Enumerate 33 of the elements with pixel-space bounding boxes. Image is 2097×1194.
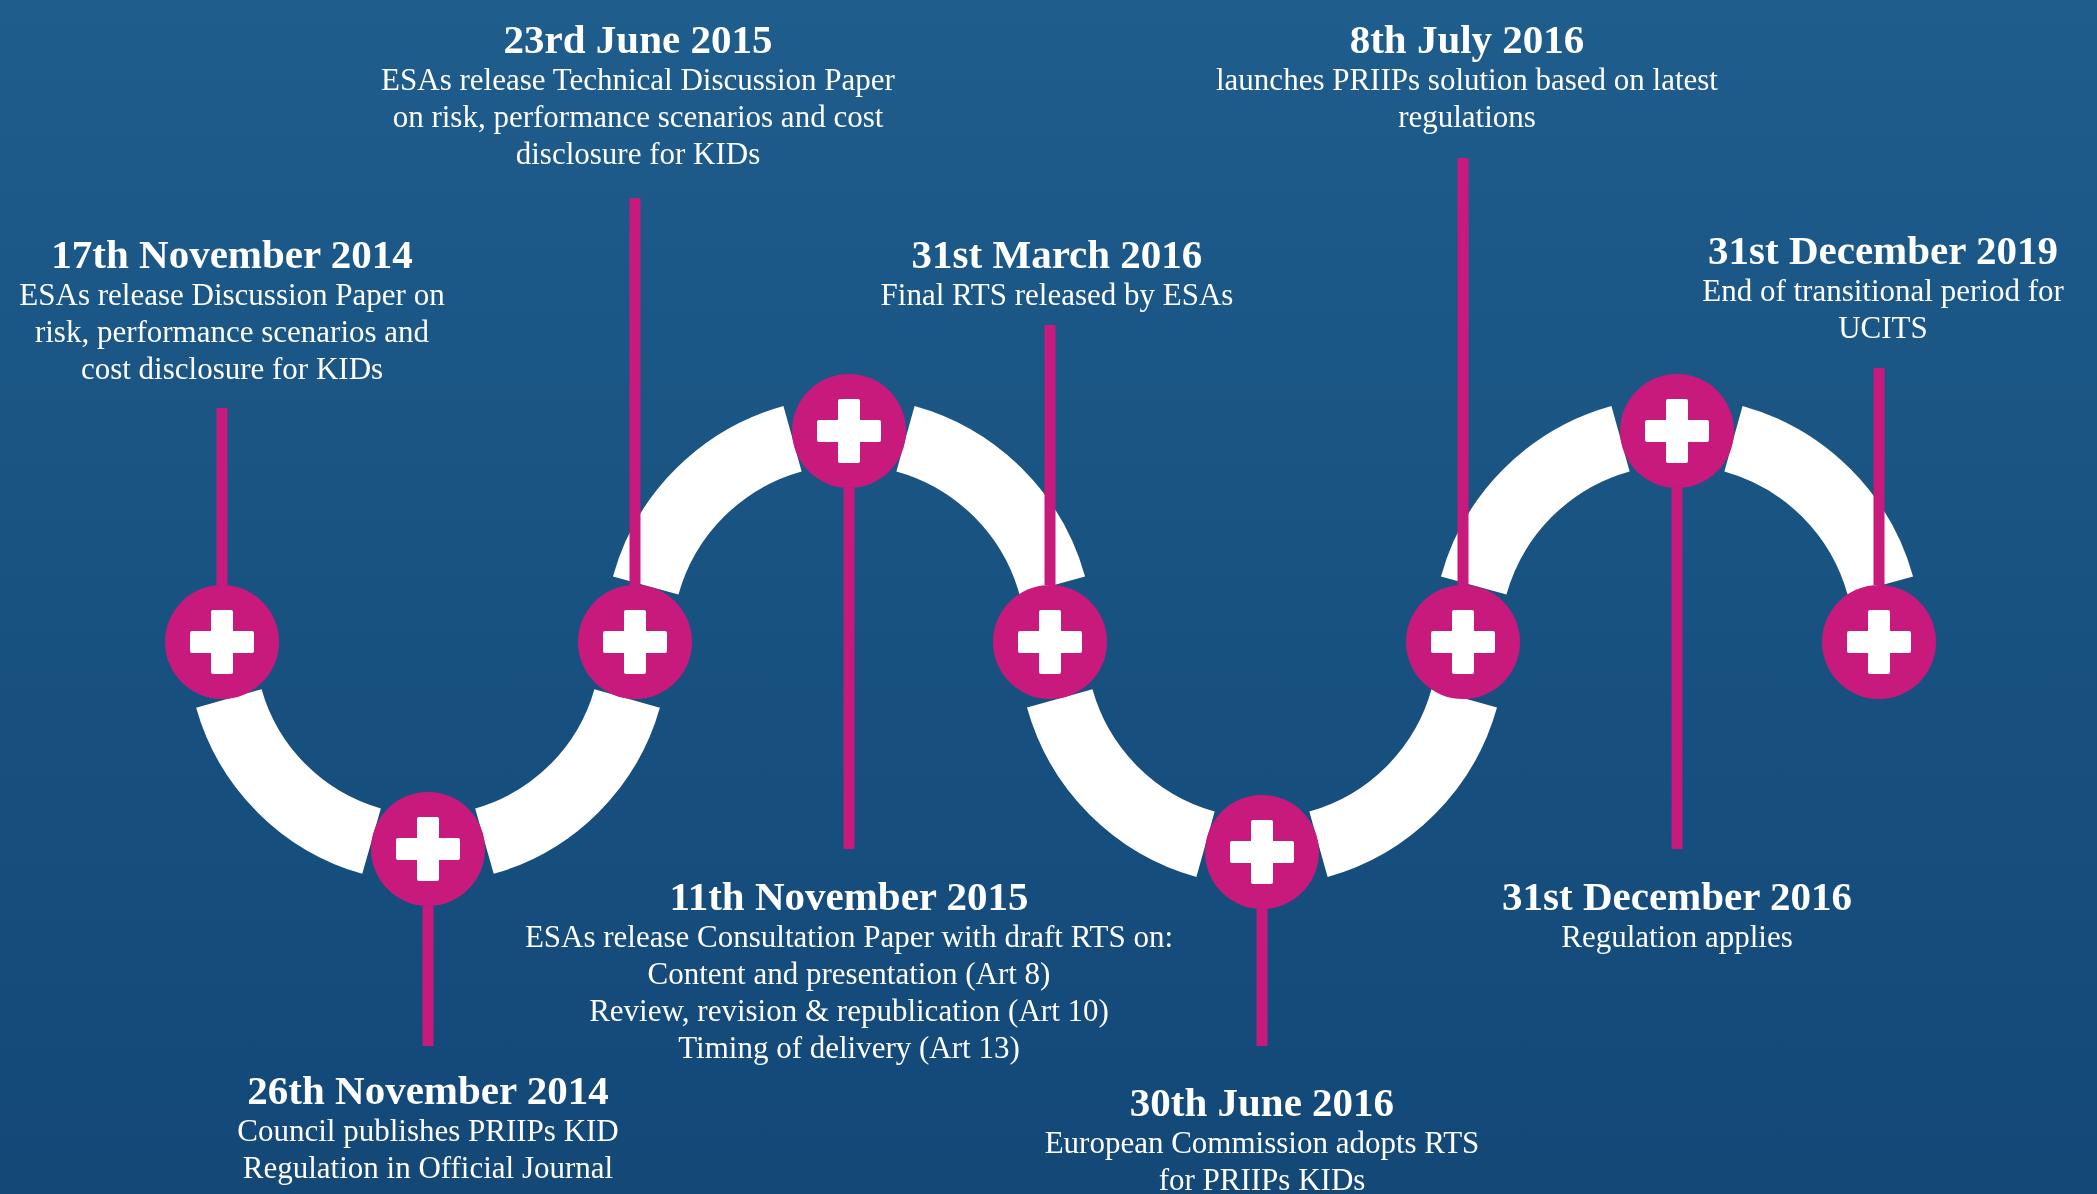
event-description: Final RTS released by ESAs [879,276,1235,313]
date-heading: 17th November 2014 [50,232,414,276]
event-description: Review, revision & republication (Art 10) [588,992,1110,1029]
date-heading: 31st March 2016 [910,232,1204,276]
date-heading: 31st December 2016 [1501,874,1853,918]
leader-line [1044,325,1056,585]
date-heading: 31st December 2019 [1707,228,2059,272]
event-description: launches PRIIPs solution based on latest regulations [1215,62,1719,135]
date-heading: 26th November 2014 [246,1068,610,1112]
leader-line [422,906,434,1046]
event-description: Regulation applies [1560,918,1794,955]
event-description: End of transitional period for UCITS [1701,272,2065,346]
leader-line [216,408,228,585]
event-description: Timing of delivery (Art 13) [677,1029,1021,1066]
event-description: Council publishes PRIIPs KID Regulation in Official Journal [236,1112,620,1186]
timeline-path-segment [1307,687,1497,877]
timeline-path-segment [613,406,804,597]
event-description: Content and presentation (Art 8) [646,955,1052,992]
leader-line [1873,368,1885,585]
event-description: European Commission adopts RTS for PRIIPs KIDs [1043,1124,1481,1194]
event-description: ESAs release Consultation Paper with draft RTS on: [523,918,1175,955]
leader-line [1256,909,1268,1046]
timeline-path-segment [1441,406,1632,597]
date-heading: 11th November 2015 [668,874,1030,918]
leader-line [1457,158,1469,585]
timeline-path-segment [1722,406,1913,597]
date-heading: 30th June 2016 [1128,1080,1396,1124]
event-description: ESAs release Discussion Paper on risk, performance scenarios and cost disclosure for KIDs [18,276,446,387]
date-heading: 23rd June 2015 [502,17,774,61]
date-heading: 8th July 2016 [1348,17,1586,61]
event-description: ESAs release Technical Discussion Paper on risk, performance scenarios and cost disclosure for KIDs [380,61,896,172]
leader-line [843,488,855,849]
leader-line [1671,488,1683,849]
